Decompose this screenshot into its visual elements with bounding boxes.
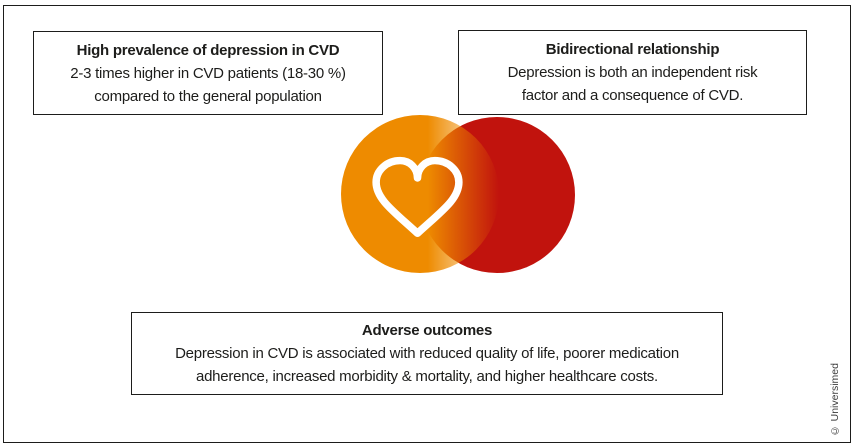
outcomes-box: Adverse outcomes Depression in CVD is as…	[131, 312, 723, 395]
outcomes-body: Depression in CVD is associated with red…	[175, 345, 679, 385]
venn-circle-left-cvd	[341, 115, 499, 273]
outer-frame	[3, 5, 851, 443]
prevalence-box: High prevalence of depression in CVD 2-3…	[33, 31, 383, 115]
prevalence-body: 2-3 times higher in CVD patients (18-30 …	[70, 64, 346, 105]
bidirectional-title: Bidirectional relationship	[545, 41, 720, 58]
outcomes-title: Adverse outcomes	[361, 322, 493, 339]
bidirectional-box: Bidirectional relationship Depression is…	[458, 30, 807, 115]
heart-icon	[372, 156, 463, 237]
copyright-credit: © Universimed	[829, 362, 841, 436]
bidirectional-body: Depression is both an independent risk f…	[507, 64, 758, 104]
prevalence-title: High prevalence of depression in CVD	[76, 41, 340, 59]
